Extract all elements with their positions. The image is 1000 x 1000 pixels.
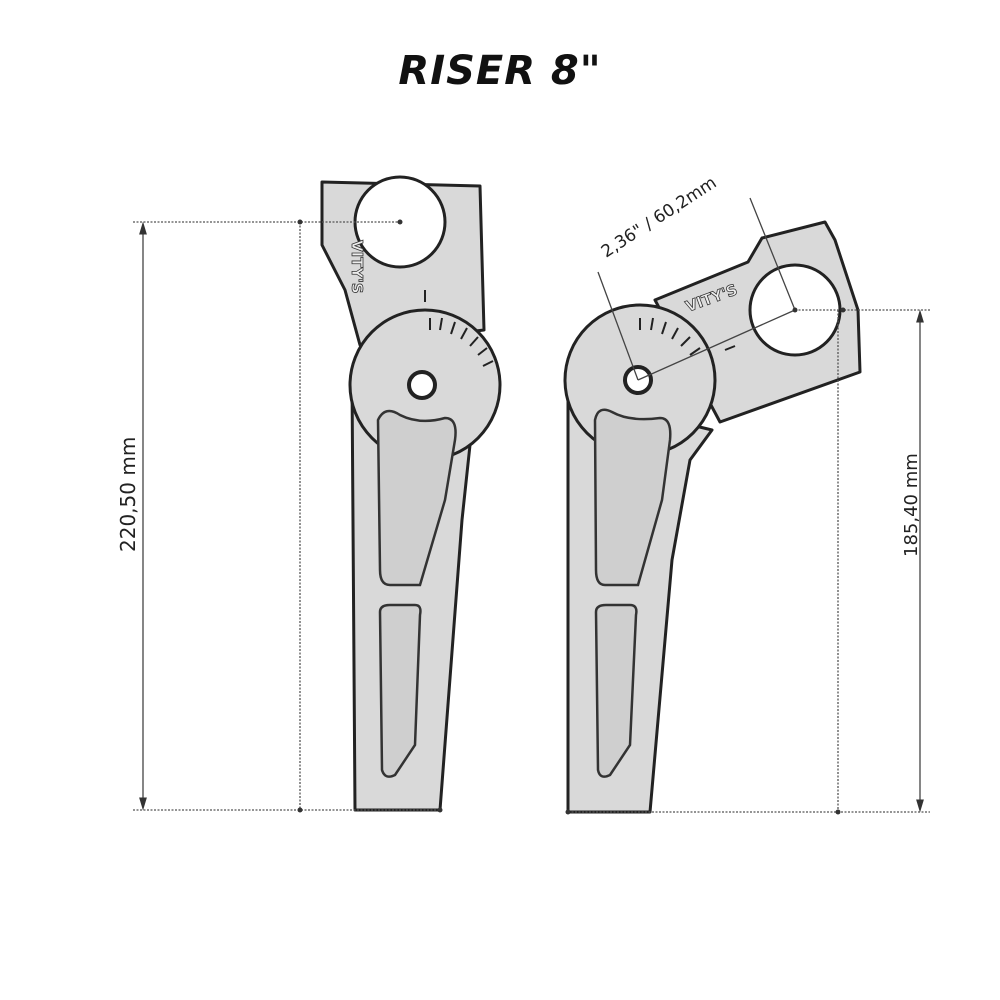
- right-riser-angled: VITY'S: [563, 220, 862, 814]
- right-height-label: 185,40 mm: [901, 453, 922, 557]
- right-lower-slot: [594, 603, 638, 778]
- diagram-title: RISER 8": [398, 48, 602, 94]
- left-logo: VITY'S: [348, 240, 366, 294]
- left-dimension: 220,50 mm: [116, 219, 443, 813]
- left-pivot-bolt: [407, 370, 437, 400]
- right-angle-scale: [639, 317, 736, 356]
- offset-label: 2,36" / 60,2mm: [598, 173, 721, 262]
- left-upper-slot: [376, 409, 457, 587]
- left-riser-straight: VITY'S: [320, 175, 502, 812]
- left-height-label: 220,50 mm: [116, 437, 140, 552]
- left-angle-scale: [424, 290, 494, 367]
- right-upper-slot: [593, 408, 672, 587]
- left-lower-slot: [378, 603, 422, 778]
